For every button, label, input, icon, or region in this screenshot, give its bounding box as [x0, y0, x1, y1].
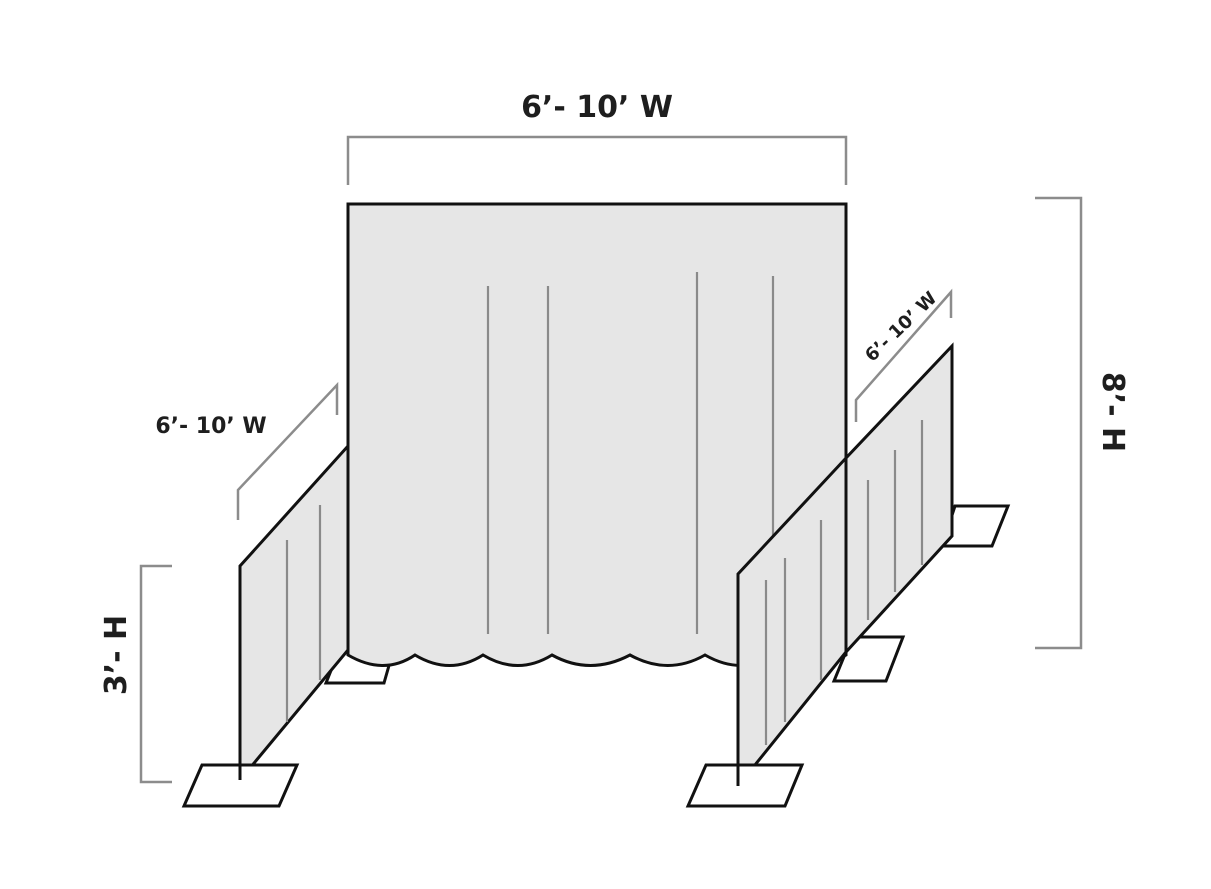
left-side-width-bracket [236, 381, 339, 520]
front-right-base [685, 763, 805, 808]
back-height-bracket [1035, 196, 1083, 650]
back-width-bracket [346, 135, 848, 185]
side-height-label: 3’- H [99, 615, 134, 695]
left-side-width-label: 6’- 10’ W [155, 414, 266, 439]
back-width-label: 6’- 10’ W [521, 90, 673, 125]
side-height-bracket [139, 564, 172, 784]
left-side-drape [238, 442, 350, 785]
back-height-label: 8’- H [1095, 372, 1130, 452]
right-side-width-label: 6’- 10’ W [861, 288, 941, 366]
right-side-width-bracket [854, 288, 953, 422]
front-left-base [181, 763, 300, 808]
